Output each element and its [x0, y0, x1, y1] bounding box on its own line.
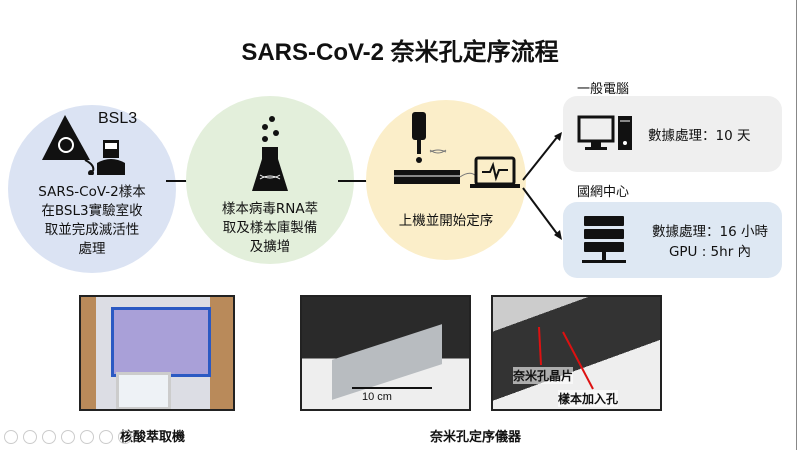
output-box-nchc	[563, 202, 782, 278]
slide-edge	[796, 0, 797, 450]
nchc-processing-time: 數據處理：16 小時	[652, 224, 768, 240]
sequencer-laptop-icon	[394, 112, 520, 188]
scale-label: 10 cm	[362, 391, 392, 403]
biohazard-worker-icon	[42, 115, 125, 175]
prev-slide-button[interactable]	[4, 430, 18, 444]
caption-sequencer: 奈米孔定序儀器	[430, 430, 522, 445]
next-slide-button[interactable]	[23, 430, 37, 444]
desktop-computer-icon	[577, 115, 632, 150]
photo-nanopore-device: 10 cm	[300, 295, 471, 411]
gpu-processing-time: GPU : 5hr 內	[668, 244, 752, 260]
caption-extractor: 核酸萃取機	[120, 430, 186, 445]
photo-flow-cell: 奈米孔晶片 樣本加入孔	[491, 295, 662, 411]
output-label-nchc: 國網中心	[577, 185, 630, 200]
scale-arrow	[352, 387, 432, 389]
extractor-screen	[116, 372, 171, 409]
slides-overview-button[interactable]	[61, 430, 75, 444]
zoom-button[interactable]	[80, 430, 94, 444]
output-label-pc: 一般電腦	[577, 82, 630, 97]
annotation-arrows	[538, 326, 594, 390]
slide-title: SARS-CoV-2 奈米孔定序流程	[241, 39, 559, 66]
output-box-pc	[563, 96, 782, 172]
step-bsl3-text: SARS-CoV-2樣本 在BSL3實驗室收 取並完成滅活性 處理	[18, 183, 166, 259]
annotation-flow-cell-chip: 奈米孔晶片	[513, 367, 574, 384]
server-icon	[582, 216, 626, 263]
photo-nucleic-acid-extractor	[79, 295, 235, 411]
text-line: 在BSL3實驗室收	[41, 203, 143, 219]
text-line: 取及樣本庫製備	[222, 220, 318, 236]
branch-arrows	[522, 132, 562, 240]
more-options-button[interactable]	[118, 430, 132, 444]
extractor-window	[111, 307, 211, 377]
flask-icon	[252, 116, 288, 191]
step-bsl3-circle	[8, 105, 176, 273]
step-extraction-text: 樣本病毒RNA萃 取及樣本庫製備 及擴增	[198, 200, 342, 257]
subtitle-button[interactable]	[99, 430, 113, 444]
text-line: 樣本病毒RNA萃	[221, 201, 319, 217]
annotation-sample-port: 樣本加入孔	[558, 390, 619, 407]
nchc-processing-text: 數據處理：16 小時 GPU : 5hr 內	[640, 222, 780, 262]
text-line: 取並完成滅活性	[44, 222, 140, 238]
step-sequencing-text: 上機並開始定序	[398, 213, 494, 229]
pen-tool-button[interactable]	[42, 430, 56, 444]
bsl3-badge: BSL3	[98, 110, 138, 127]
pc-processing-time: 數據處理：10 天	[648, 128, 751, 144]
text-line: 及擴增	[249, 239, 291, 255]
text-line: SARS-CoV-2樣本	[38, 184, 146, 200]
text-line: 處理	[78, 241, 106, 257]
